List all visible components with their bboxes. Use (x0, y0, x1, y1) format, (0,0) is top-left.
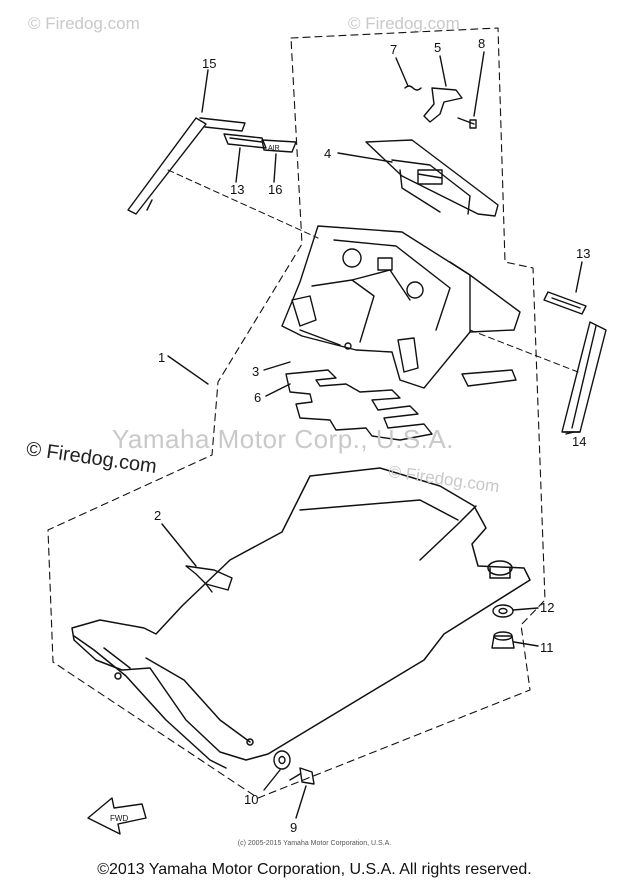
screw-8 (457, 117, 477, 129)
storage-tray-3 (281, 225, 521, 389)
callout-6: 6 (254, 390, 261, 405)
clip-2 (185, 565, 233, 593)
clip-5 (423, 87, 463, 123)
callout-7: 7 (390, 42, 397, 57)
callout-15: 15 (202, 56, 216, 71)
leader-15-to-tray (167, 169, 319, 239)
callout-12: 12 (540, 600, 554, 615)
assembly-outline (47, 27, 546, 799)
watermark-top-left: © Firedog.com (28, 14, 140, 33)
emblem-13-right (543, 291, 587, 315)
tray-mat-6 (285, 369, 517, 441)
copyright-main: ©2013 Yamaha Motor Corporation, U.S.A. A… (97, 861, 532, 878)
trim-strip-14 (561, 321, 607, 433)
callout-14: 14 (572, 434, 586, 449)
callout-1: 1 (158, 350, 165, 365)
callout-2: 2 (154, 508, 161, 523)
callout-16: 16 (268, 182, 282, 197)
emblem-13-left (223, 133, 267, 149)
watermark-top-right: © Firedog.com (348, 14, 460, 33)
svg-text:AIR: AIR (268, 145, 280, 152)
callout-13-left: 13 (230, 182, 244, 197)
trim-strip-15 (127, 117, 246, 215)
callout-5: 5 (434, 40, 441, 55)
svg-text:FWD: FWD (110, 814, 128, 823)
washer-12 (492, 604, 514, 618)
bolt-9 (289, 767, 315, 785)
seat-assembly (71, 467, 531, 769)
spring-7 (404, 85, 422, 91)
badge-16: AIR (261, 139, 297, 153)
callout-3: 3 (252, 364, 259, 379)
callout-11: 11 (540, 640, 554, 655)
callout-4: 4 (324, 146, 331, 161)
leader-tray-to-14 (469, 329, 579, 373)
callout-9: 9 (290, 820, 297, 835)
bracket-4 (365, 139, 499, 217)
callout-8: 8 (478, 36, 485, 51)
washer-10 (273, 750, 291, 770)
callout-10: 10 (244, 792, 258, 807)
watermark-center: Yamaha Motor Corp., U.S.A. (112, 424, 454, 454)
nut-11 (491, 631, 515, 649)
forward-arrow-icon: FWD (87, 797, 147, 835)
copyright-small: (c) 2005-2015 Yamaha Motor Corporation, … (237, 840, 392, 847)
callout-13-right: 13 (576, 246, 590, 261)
